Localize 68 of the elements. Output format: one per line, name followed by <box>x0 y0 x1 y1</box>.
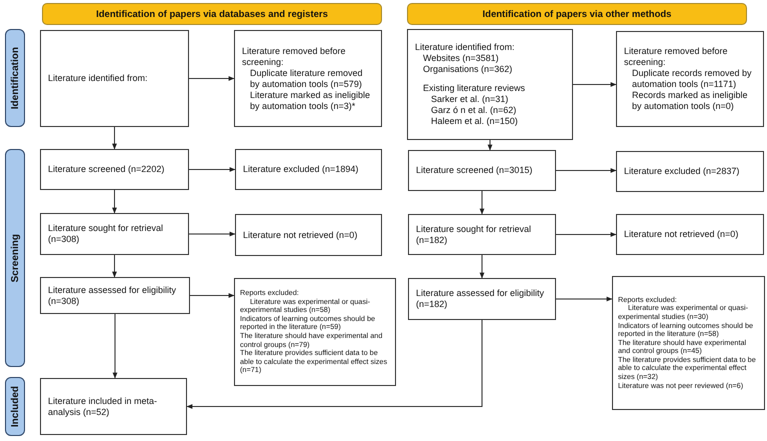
arrow <box>112 126 117 150</box>
process-box <box>612 276 765 410</box>
box-text: Duplicate literature removed by automation tools (n=579) <box>249 68 364 90</box>
process-box <box>235 149 382 190</box>
box-text: Records marked as ineligible by automation tools (n=0) <box>631 90 749 112</box>
box-text: Literature assessed for eligibility (n=308) <box>48 284 178 306</box>
box-text: Literature removed before screening: <box>624 46 729 68</box>
box-text: Organisations (n=362) <box>422 64 514 75</box>
box-text: Literature sought for retrieval (n=182) <box>416 224 532 246</box>
arrow <box>112 254 117 278</box>
arrow <box>188 76 235 81</box>
box-text: Literature identified from: <box>415 42 516 53</box>
arrow <box>556 168 617 173</box>
section-banner <box>42 3 382 25</box>
phase-label: Screening <box>10 234 20 282</box>
process-box <box>234 30 382 127</box>
box-text: Literature screened (n=2202) <box>48 164 166 175</box>
box-text: Literature excluded (n=1894) <box>243 164 360 175</box>
process-box <box>616 214 764 255</box>
box-text: Garz ó n et al. (n=62) <box>430 105 518 116</box>
phase-label: Identification <box>10 46 20 110</box>
box-text: Literature screened (n=3015) <box>416 165 534 176</box>
phase-label-bar <box>5 377 25 436</box>
box-text: Literature not retrieved (n=0) <box>243 230 358 240</box>
box-text: Existing literature reviews <box>422 83 526 94</box>
box-text: Haleem et al. (n=150) <box>430 116 519 127</box>
phase-label: Included <box>10 386 20 428</box>
arrow <box>480 190 484 215</box>
process-box <box>40 213 189 255</box>
process-box <box>40 378 187 435</box>
box-text: Duplicate records removed by automation tools (n=1171) <box>631 68 753 90</box>
section-heading: Identification of papers via databases and registers <box>96 8 328 20</box>
box-text: Literature excluded (n=2837) <box>624 166 740 177</box>
process-box <box>40 149 189 190</box>
process-box <box>40 277 190 314</box>
box-text: Literature included in meta-analysis (n=52) <box>48 396 158 418</box>
process-box <box>408 278 556 320</box>
process-box <box>616 31 764 127</box>
process-box <box>40 30 189 127</box>
arrow <box>556 232 617 237</box>
arrow <box>186 320 482 409</box>
arrow <box>556 296 613 302</box>
section-banner <box>407 3 747 25</box>
arrow <box>188 167 236 172</box>
arrow <box>480 254 484 279</box>
arrow <box>488 140 492 151</box>
process-box <box>616 151 764 192</box>
phase-label-bar <box>5 29 25 127</box>
box-text: Literature assessed for eligibility (n=182) <box>416 288 546 310</box>
section-heading: Identification of papers via other methods <box>482 8 672 20</box>
box-text: Sarker et al. (n=31) <box>430 94 510 105</box>
process-box <box>234 278 396 386</box>
arrow <box>112 190 117 214</box>
box-text: Websites (n=3581) <box>422 53 500 64</box>
box-text: Literature identified from: <box>48 73 149 84</box>
phase-label-bar <box>5 149 25 367</box>
box-text: Literature sought for retrieval (n=308) <box>48 223 164 245</box>
box-text: Literature removed before screening: <box>242 46 347 68</box>
process-box <box>408 214 556 255</box>
arrow <box>112 314 118 379</box>
arrow <box>188 232 236 236</box>
process-box <box>235 214 382 256</box>
arrow <box>190 293 235 298</box>
process-box <box>408 150 556 191</box>
arrow <box>572 82 617 87</box>
process-box <box>407 29 573 140</box>
box-text: Literature not retrieved (n=0) <box>624 229 740 240</box>
box-text: Literature marked as ineligible by automation tools (n=3)* <box>249 90 372 112</box>
